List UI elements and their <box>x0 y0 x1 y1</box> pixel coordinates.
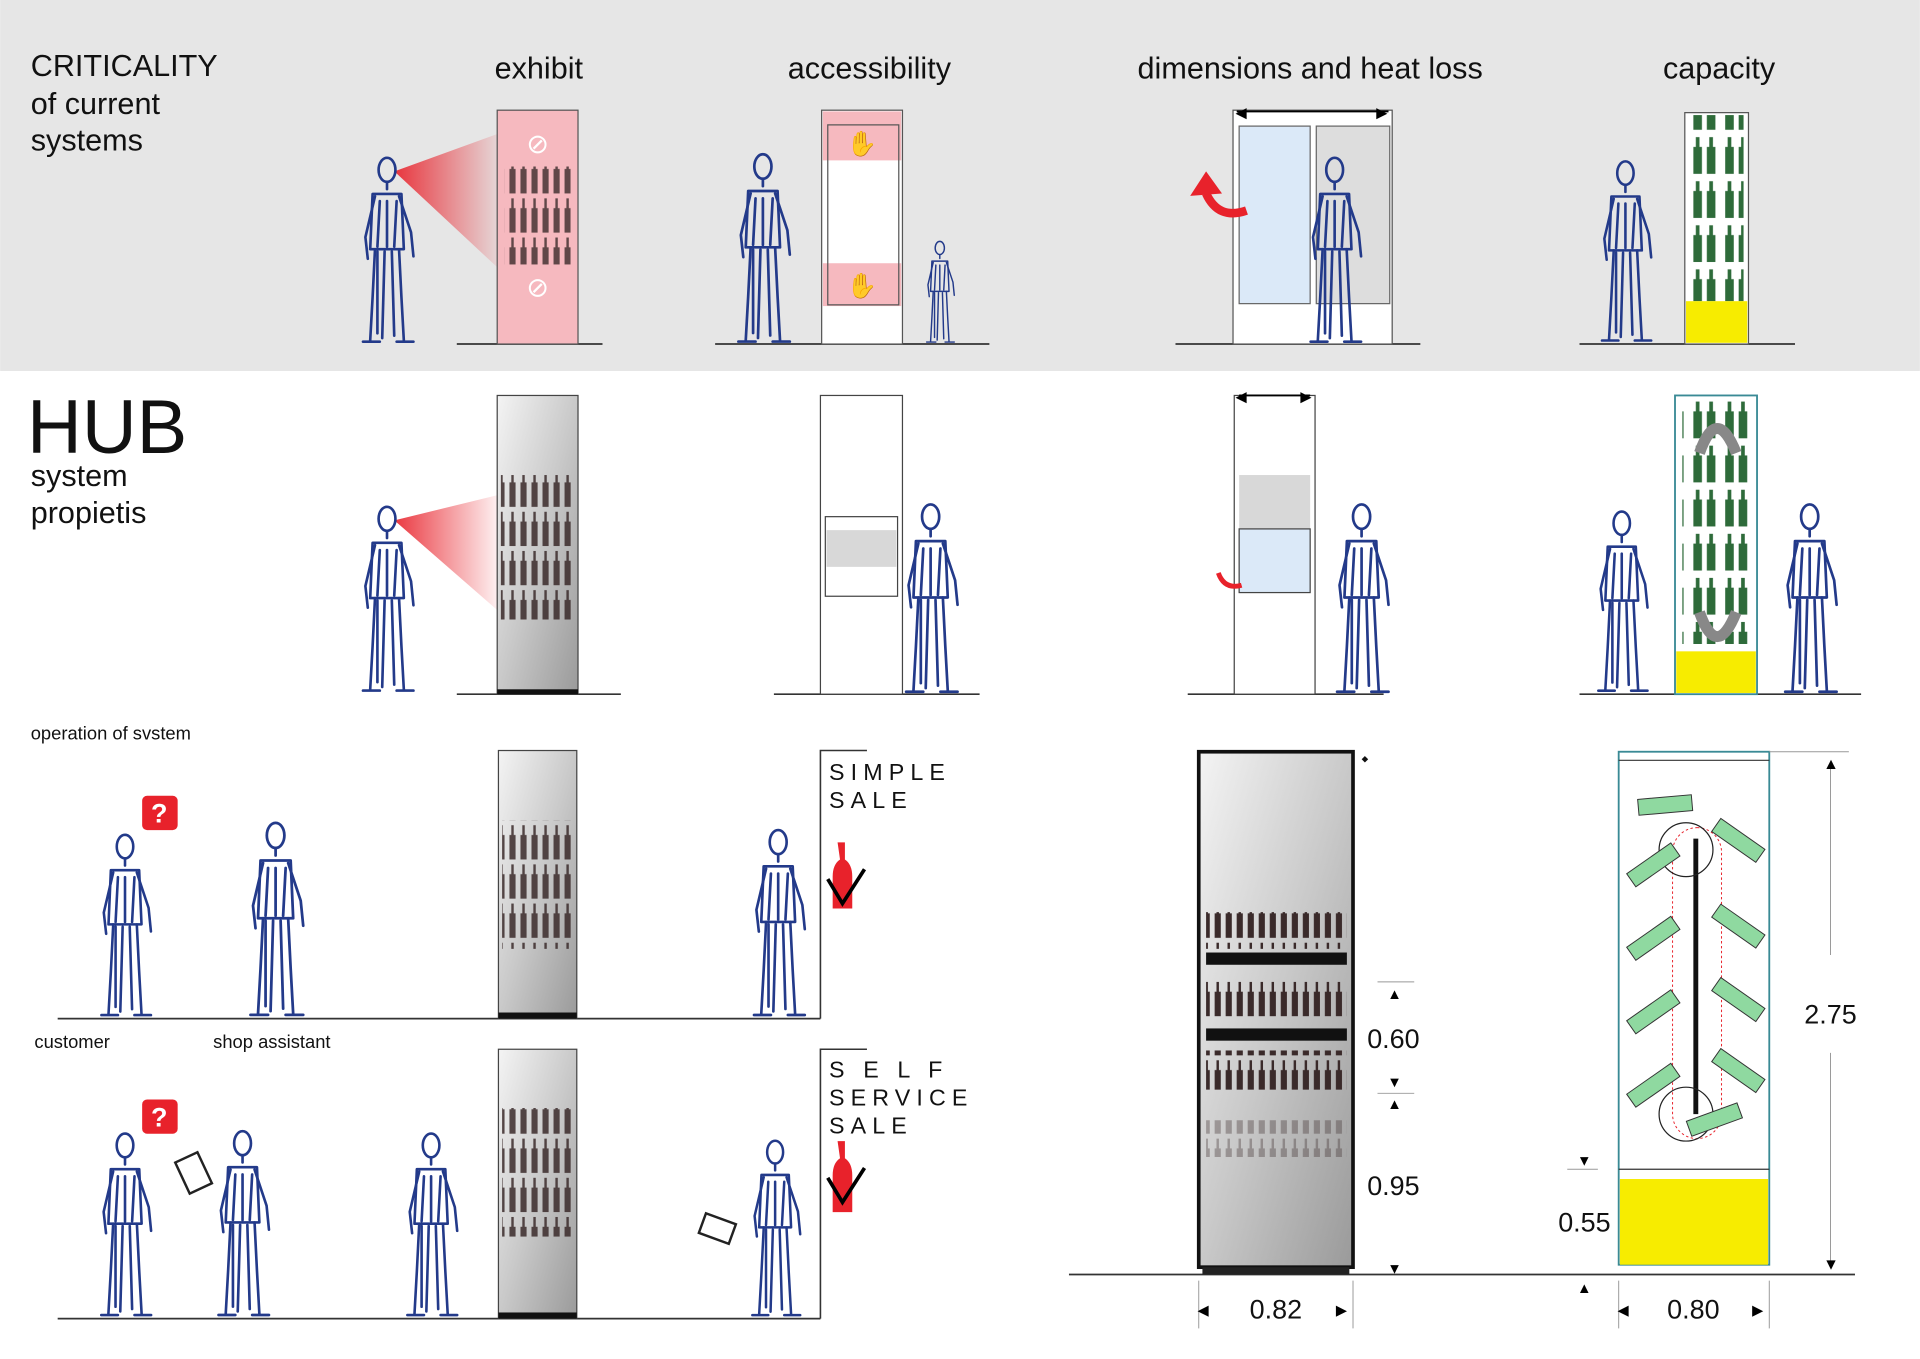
question-mark: ? <box>151 1102 167 1132</box>
question-badge <box>142 795 178 831</box>
customer-with-wine-figure <box>750 1139 802 1317</box>
hidden-eye-icon: ⊘ <box>526 129 549 159</box>
current-exhibit-illustration: ⊘ ⊘ <box>361 109 603 345</box>
wine-bottle-icon <box>832 842 853 909</box>
dimension-hub-height: 2.75 <box>1804 1000 1856 1030</box>
column-header-dimensions: dimensions and heat loss <box>1138 51 1483 85</box>
dimension-arrow-icon: ▼ <box>1823 1257 1839 1274</box>
operation-title: operation of svstem <box>31 722 191 743</box>
rotation-arrow-icon <box>1694 610 1742 642</box>
checkmark-icon <box>826 868 867 908</box>
dimension-arrow-icon: ▲ <box>1823 756 1839 773</box>
current-dimensions-illustration: ◀ ▶ <box>1175 106 1421 345</box>
criticality-title-line-2: of current <box>31 87 161 121</box>
view-cone <box>394 132 503 272</box>
dimension-fridge-base: 0.95 <box>1367 1171 1419 1201</box>
hidden-eye-icon: ⊘ <box>526 272 549 302</box>
standing-person-figure <box>904 503 959 694</box>
dimension-hub-base: 0.55 <box>1558 1208 1610 1238</box>
dimension-arrow-icon: ▼ <box>1387 1261 1402 1277</box>
width-arrow-icon: ▶ <box>1300 390 1312 406</box>
fridge-elevation-drawing: ◆ ▲ ▼ ▲ ▼ 0.60 0.95 ◀ ▶ 0.82 <box>1196 749 1420 1329</box>
customer-figure <box>361 505 415 692</box>
no-reach-hand-icon: ✋ <box>847 129 877 158</box>
dimension-arrow-icon: ▼ <box>1577 1154 1592 1170</box>
question-badge <box>142 1099 178 1134</box>
tablet-icon <box>697 1211 738 1246</box>
self-service-line-3: SALE <box>829 1113 913 1139</box>
dimension-arrow-icon: ▲ <box>1387 987 1402 1003</box>
hub-elevation-drawing: ▲ ▼ 2.75 ▼ ▲ 0.55 ◀ ▶ 0.80 <box>1558 750 1857 1329</box>
self-service-line-1: S E L F <box>829 1056 949 1082</box>
bottle-chain <box>1626 794 1766 1137</box>
column-header-exhibit: exhibit <box>495 51 584 85</box>
column-header-accessibility: accessibility <box>788 51 952 85</box>
criticality-band <box>0 0 1920 371</box>
dimension-arrow-icon: ▶ <box>1336 1303 1348 1319</box>
criticality-title-line-1: CRITICALITY <box>31 49 218 83</box>
dimension-hub-width: 0.80 <box>1667 1295 1719 1325</box>
customer-with-tablet-figure <box>217 1129 271 1317</box>
technical-base <box>1619 1179 1769 1265</box>
simple-sale-scenario: ? SIMPLE SALE <box>57 749 951 1020</box>
customer-figure <box>1596 509 1650 693</box>
heat-loss-arrow-icon <box>1216 572 1243 589</box>
customer-with-wine-figure <box>752 828 807 1017</box>
self-service-line-2: SERVICE <box>829 1085 974 1111</box>
shop-assistant-figure <box>251 823 304 1015</box>
simple-sale-line-2: SALE <box>829 787 913 813</box>
question-mark: ? <box>151 799 167 829</box>
criticality-title: CRITICALITY of current systems <box>31 49 218 158</box>
dimension-arrow-icon: ▲ <box>1387 1097 1402 1113</box>
checkmark-icon <box>826 1167 867 1206</box>
label-customer: customer <box>34 1031 110 1052</box>
width-arrow-icon: ◀ <box>1235 106 1247 122</box>
dimension-shelf-zone: 0.60 <box>1367 1024 1419 1054</box>
browsing-customer-figure <box>406 1132 459 1317</box>
column-header-capacity: capacity <box>1663 51 1776 85</box>
dimension-arrow-icon: ▲ <box>1577 1281 1592 1297</box>
hub-exhibit-illustration <box>361 394 621 696</box>
dimension-arrow-icon: ◀ <box>1617 1303 1629 1319</box>
width-arrow-icon: ▶ <box>1376 106 1388 122</box>
hub-subtitle-line-2: propietis <box>31 496 147 530</box>
width-arrow-icon: ◀ <box>1235 390 1247 406</box>
customer-figure <box>1335 503 1390 694</box>
dimension-arrow-icon: ▶ <box>1752 1303 1764 1319</box>
shop-assistant-figure <box>1783 503 1838 694</box>
technical-space <box>1676 651 1756 693</box>
simple-sale-line-1: SIMPLE <box>829 759 951 785</box>
unused-space <box>1686 301 1748 343</box>
dimension-arrow-icon: ▼ <box>1387 1075 1402 1091</box>
self-service-sale-scenario: ? S E L F SERVICE SALE <box>57 1048 974 1320</box>
hub-title: HUB <box>27 385 187 470</box>
criticality-title-line-3: systems <box>31 124 143 158</box>
brand-logo: ◆ <box>1362 754 1369 764</box>
customer-figure <box>99 1132 153 1317</box>
hub-accessibility-illustration <box>773 394 980 696</box>
label-shop-assistant: shop assistant <box>213 1031 330 1052</box>
hub-subtitle-line-1: system <box>31 459 128 493</box>
rotation-arrow-icon <box>1694 423 1742 456</box>
hub-capacity-illustration <box>1579 394 1862 696</box>
current-accessibility-illustration: ✋ ✋ <box>715 109 990 345</box>
no-reach-hand-icon: ✋ <box>847 271 877 300</box>
heat-loss-arrow-icon <box>1202 191 1248 218</box>
dimension-fridge-width: 0.82 <box>1250 1295 1302 1325</box>
customer-figure <box>100 833 153 1017</box>
current-capacity-illustration <box>1579 112 1795 345</box>
hub-dimensions-illustration: ◀ ▶ <box>1187 390 1390 696</box>
dimension-arrow-icon: ◀ <box>1198 1303 1210 1319</box>
tablet-icon <box>173 1150 214 1196</box>
